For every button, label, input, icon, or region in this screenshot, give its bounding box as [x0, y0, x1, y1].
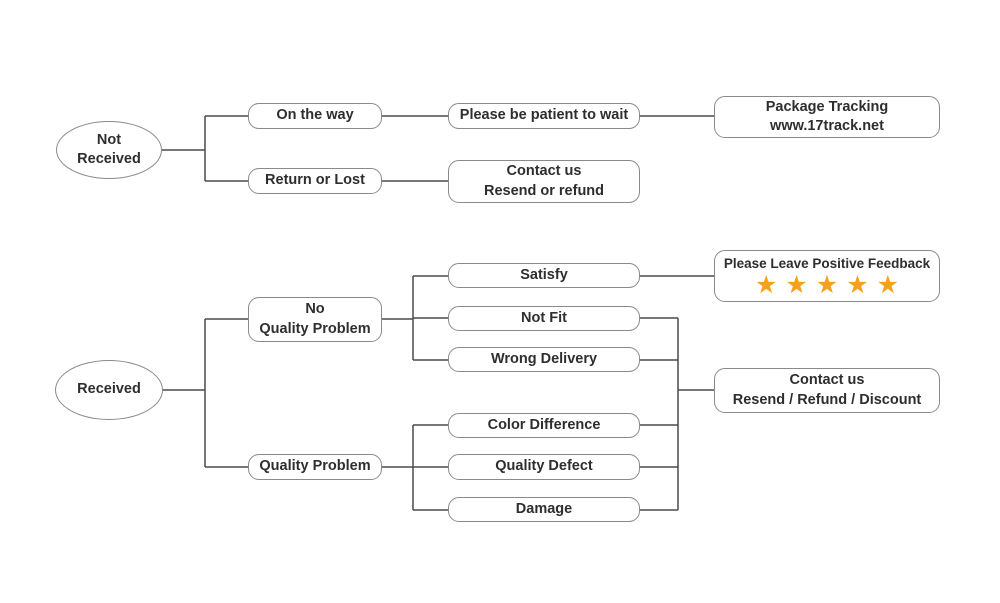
node-quality-problem-label: Quality Problem [259, 458, 371, 475]
node-not-received-line2: Received [77, 151, 141, 167]
node-contact-top-line1: Contact us [506, 163, 582, 180]
node-no-quality-problem-line2: Quality Problem [259, 320, 371, 337]
node-color-difference-label: Color Difference [487, 416, 601, 433]
node-contact-bottom-line2: Resend / Refund / Discount [732, 391, 922, 408]
node-wrong-delivery-label: Wrong Delivery [490, 350, 598, 367]
node-return-or-lost-label: Return or Lost [265, 172, 365, 189]
node-quality-problem: Quality Problem [248, 454, 382, 480]
node-quality-defect: Quality Defect [448, 454, 640, 480]
node-please-be-patient: Please be patient to wait [448, 103, 640, 129]
node-on-the-way: On the way [248, 103, 382, 129]
node-satisfy-label: Satisfy [520, 266, 568, 283]
node-package-tracking: Package Tracking www.17track.net [714, 96, 940, 138]
node-package-tracking-line2: www.17track.net [770, 118, 884, 134]
node-contact-us-resend-refund: Contact us Resend or refund [448, 160, 640, 203]
node-not-received-line1: Not [96, 131, 122, 148]
connector-path-top [162, 115, 714, 182]
node-not-fit: Not Fit [448, 306, 640, 331]
node-positive-feedback-title: Please Leave Positive Feedback [723, 256, 931, 272]
node-not-received: Not Received [56, 121, 162, 179]
node-received: Received [55, 360, 163, 420]
node-color-difference: Color Difference [448, 413, 640, 438]
node-damage-label: Damage [515, 500, 573, 517]
five-star-rating-icons: ★★★★★ [754, 270, 908, 299]
node-on-the-way-label: On the way [276, 107, 354, 124]
node-wrong-delivery: Wrong Delivery [448, 347, 640, 372]
node-damage: Damage [448, 497, 640, 522]
node-return-or-lost: Return or Lost [248, 168, 382, 194]
node-positive-feedback: Please Leave Positive Feedback ★★★★★ [714, 250, 940, 302]
node-quality-defect-label: Quality Defect [495, 458, 593, 475]
node-contact-top-line2: Resend or refund [483, 182, 605, 199]
node-no-quality-problem-line1: No [305, 301, 325, 318]
node-not-fit-label: Not Fit [521, 309, 567, 326]
node-received-label: Received [77, 381, 141, 398]
node-package-tracking-line1: Package Tracking [765, 98, 889, 115]
node-satisfy: Satisfy [448, 263, 640, 288]
node-no-quality-problem: No Quality Problem [248, 297, 382, 342]
node-contact-us-resend-refund-discount: Contact us Resend / Refund / Discount [714, 368, 940, 413]
node-contact-bottom-line1: Contact us [789, 372, 865, 389]
node-please-be-patient-label: Please be patient to wait [459, 107, 629, 124]
connector-path-bottom [163, 275, 714, 511]
